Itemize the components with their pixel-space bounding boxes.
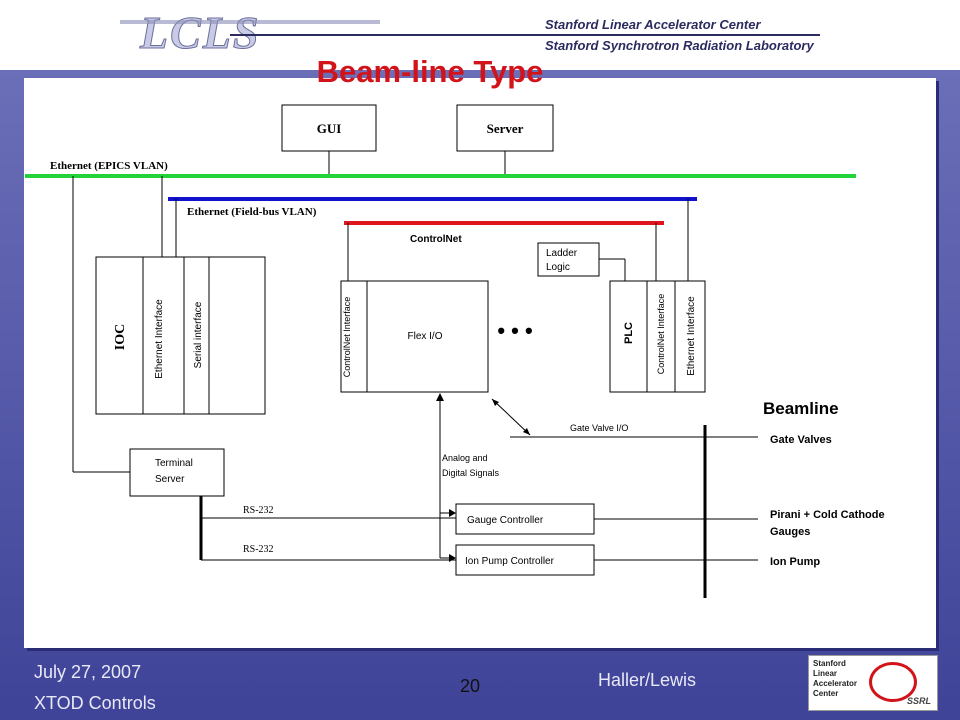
gauge-controller-box [455,503,595,535]
ladder-logic-line1: Ladder [546,248,578,259]
plc-label: PLC [623,322,635,344]
ioc-serial-interface: Serial interface [193,301,204,368]
lcls-logo: LCLS [119,7,381,59]
analog-label-line2: Digital Signals [442,468,500,478]
flex-io-label: Flex I/O [407,331,442,342]
ellipsis-dots: • • • [497,318,532,343]
footer-date: July 27, 2007 [34,662,142,682]
gate-valve-io-label: Gate Valve I/O [570,423,628,433]
ssrl-name: Stanford Synchrotron Radiation Laborator… [545,38,814,53]
beamline-label: Beamline [763,399,839,418]
ion-pump-controller-label: Ion Pump Controller [465,556,555,567]
ion-pump-label: Ion Pump [770,556,820,568]
slac-name: Stanford Linear Accelerator Center [545,17,761,32]
analog-label-line1: Analog and [442,453,488,463]
slac-logo-text: Stanford Linear Accelerator Center [813,659,858,698]
slac-ssrl-logo: Stanford Linear Accelerator Center SSRL [808,655,938,711]
rs232-label-1: RS-232 [243,505,274,516]
pirani-label-line1: Pirani + Cold Cathode [770,509,885,521]
plc-box [609,280,706,393]
ssrl-logo-text: SSRL [906,696,931,706]
terminal-server-box [129,448,225,497]
ion-pump-controller-box [455,544,595,576]
ladder-logic-line2: Logic [546,262,570,273]
pirani-label-line2: Gauges [770,526,810,538]
terminal-server-line1: Terminal [155,458,193,469]
gui-label: GUI [317,121,342,136]
gate-valve-arrow [491,398,531,436]
gauge-controller-label: Gauge Controller [467,515,544,526]
ioc-label: IOC [113,324,128,350]
header: LCLS Stanford Linear Accelerator Center … [0,0,960,70]
server-label: Server [487,121,524,136]
slide-title: Beam-line Type [316,54,544,89]
plc-eth-interface: Ethernet Interface [686,296,697,376]
page-number: 20 [460,676,481,696]
plc-controlnet-interface: ControlNet Interface [656,294,666,375]
rs232-label-2: RS-232 [243,544,274,555]
footer-project: XTOD Controls [34,693,156,713]
ioc-box [95,256,266,415]
gate-valves-label: Gate Valves [770,434,832,446]
ssrl-swirl-icon [869,662,917,702]
eth-fieldbus-label: Ethernet (Field-bus VLAN) [187,206,317,218]
flex-controlnet-interface: ControlNet Interface [342,297,352,378]
eth-epics-label: Ethernet (EPICS VLAN) [50,160,168,172]
footer-authors: Haller/Lewis [598,670,697,690]
ioc-eth-interface: Ethernet Interface [154,299,165,379]
ladder-logic-box [537,242,600,277]
flex-io-box [340,280,489,393]
controlnet-label: ControlNet [410,234,462,245]
terminal-server-line2: Server [155,474,185,485]
header-divider [230,34,820,36]
